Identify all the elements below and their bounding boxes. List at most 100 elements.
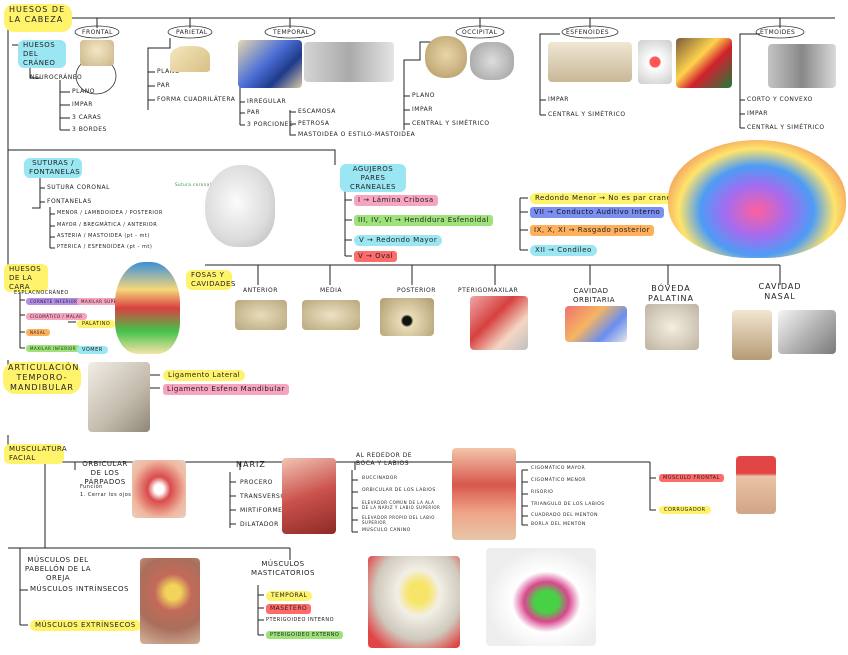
agujero-item: V → Oval bbox=[354, 251, 397, 262]
masticatory-skull-illustration bbox=[368, 556, 460, 648]
agujero-item: I → Lámina Cribosa bbox=[354, 195, 438, 206]
pabellon-title: MÚSCULOS DEL PABELLÓN DE LA OREJA bbox=[24, 556, 92, 582]
occipital-prop: IMPAR bbox=[412, 106, 433, 113]
boca-item: ORBICULAR DE LOS LABIOS bbox=[362, 488, 436, 493]
etmoides-bone-illustration bbox=[768, 44, 836, 88]
esfenoides-prop: IMPAR bbox=[548, 96, 569, 103]
bone-frontal: FRONTAL bbox=[82, 29, 113, 36]
orbicular-illustration bbox=[132, 460, 186, 518]
masticatorios-title: MÚSCULOS MASTICATORIOS bbox=[251, 560, 315, 577]
fosa-item: MEDIA bbox=[320, 287, 342, 294]
root-title: HUESOS DE LA CABEZA bbox=[4, 4, 72, 32]
nariz-item: TRANSVERSO bbox=[240, 493, 286, 500]
cigomatico-item: CIGOMÁTICO MAYOR bbox=[531, 466, 586, 471]
occipital-bone-illustration bbox=[425, 36, 467, 78]
temporal-porcion: PETROSA bbox=[298, 120, 330, 127]
esfenoides-colored-illustration bbox=[676, 38, 732, 88]
agujero-extra: XII → Condíleo bbox=[530, 245, 597, 256]
nariz-item: MIRTIFORME bbox=[240, 507, 283, 514]
craneo-prop: IMPAR bbox=[72, 101, 93, 108]
cigomatico-item: RISORIO bbox=[531, 490, 554, 495]
temporal-prop: PAR bbox=[247, 109, 261, 116]
nariz-item: PROCERO bbox=[240, 479, 273, 486]
sutura-item: FONTANELAS bbox=[47, 198, 92, 205]
fosa-media-illustration bbox=[302, 300, 360, 330]
fosa-item: CAVIDAD ORBITARIA bbox=[573, 287, 615, 304]
cara-right: MAXILAR SUPERIOR bbox=[77, 298, 133, 305]
occipital-prop: CENTRAL Y SIMÉTRICO bbox=[412, 120, 490, 127]
fosa-item: BÓVEDA PALATINA bbox=[648, 284, 694, 303]
craneo-sub: NEUROCRÁNEO bbox=[30, 74, 83, 81]
boveda-palatina-illustration bbox=[645, 304, 699, 350]
esfenoides-prop: CENTRAL Y SIMÉTRICO bbox=[548, 111, 626, 118]
nariz-title: NARIZ bbox=[236, 460, 266, 469]
fosas-title: FOSAS Y CAVIDADES bbox=[186, 270, 235, 290]
occipital-prop: PLANO bbox=[412, 92, 435, 99]
craneo-prop: PLANO bbox=[72, 88, 95, 95]
frontal-muscle-illustration bbox=[736, 456, 776, 514]
bone-temporal: TEMPORAL bbox=[273, 29, 310, 36]
frontal-bone-illustration bbox=[80, 40, 114, 66]
nariz-item: DILATADOR bbox=[240, 521, 279, 528]
cavidad-nasal-side-illustration bbox=[778, 310, 836, 354]
etmoides-prop: CORTO Y CONVEXO bbox=[747, 96, 813, 103]
orbita-illustration bbox=[565, 306, 627, 342]
agujero-item: III, IV, VI → Hendidura Esfenoidal bbox=[354, 215, 493, 226]
cara-sub: ESPLACNOCRÁNEO bbox=[14, 290, 69, 296]
bone-parietal: PARIETAL bbox=[176, 29, 208, 36]
fosa-item: POSTERIOR bbox=[397, 287, 436, 294]
boca-item: MÚSCULO CANINO bbox=[362, 528, 411, 533]
fontanela: ASTERIA / MASTOIDEA (pt - mt) bbox=[57, 233, 150, 239]
sutura-item: SUTURA CORONAL bbox=[47, 184, 110, 191]
frontal-muscle-label: MÚSCULO FRONTAL bbox=[659, 474, 724, 483]
bone-occipital: OCCIPITAL bbox=[462, 29, 498, 36]
esfenoides-bone-illustration bbox=[548, 42, 632, 82]
pabellon-item: MÚSCULOS INTRÍNSECOS bbox=[30, 585, 129, 593]
bone-etmoides: ETMOIDES bbox=[760, 29, 796, 36]
etmoides-prop: CENTRAL Y SIMÉTRICO bbox=[747, 124, 825, 131]
occipital-inner-illustration bbox=[470, 42, 514, 80]
etmoides-prop: IMPAR bbox=[747, 110, 768, 117]
fosa-item: CAVIDAD NASAL bbox=[758, 282, 802, 301]
cara-item: NASAL bbox=[26, 329, 50, 336]
fontanelle-skull-illustration bbox=[205, 165, 275, 247]
boca-title: AL REDEDOR DE BOCA Y LABIOS bbox=[356, 452, 413, 467]
bone-esfenoides: ESFENOIDES bbox=[566, 29, 610, 36]
cigomatico-item: CUADRADO DEL MENTON bbox=[531, 513, 598, 518]
orbicular-note: Función bbox=[80, 484, 103, 490]
esfenoides-skull-view bbox=[638, 40, 672, 84]
agujero-item: V → Redondo Mayor bbox=[354, 235, 443, 246]
articulacion-item: Ligamento Lateral bbox=[163, 370, 246, 381]
skull-caption: Sutura coronal bbox=[175, 182, 212, 187]
tmj-illustration bbox=[88, 362, 150, 432]
agujero-extra: IX, X, XI → Rasgado posterior bbox=[530, 225, 654, 236]
cara-item: MAXILAR INFERIOR bbox=[26, 345, 81, 352]
parietal-prop: PLANO bbox=[157, 68, 180, 75]
masticatorio-item: PTERIGOIDEO INTERNO bbox=[266, 617, 335, 623]
temporal-bone-illustration bbox=[238, 40, 302, 88]
temporal-prop: IRREGULAR bbox=[247, 98, 287, 105]
pterigomaxilar-illustration bbox=[470, 296, 528, 350]
craneo-prop: 3 CARAS bbox=[72, 114, 102, 121]
nose-muscle-illustration bbox=[282, 458, 336, 534]
orbicular-title: ORBICULAR DE LOS PÁRPADOS bbox=[82, 460, 128, 486]
boca-item: BUCCINADOR bbox=[362, 476, 398, 481]
temporal-porcion: ESCAMOSA bbox=[298, 108, 336, 115]
cara-item: CIGOMÁTICO / MALAR bbox=[26, 313, 87, 320]
boca-item: ELEVADOR COMÚN DE LA ALA DE LA NARIZ Y L… bbox=[362, 500, 441, 510]
cavidad-nasal-illustration bbox=[732, 310, 772, 360]
fosa-item: ANTERIOR bbox=[243, 287, 278, 294]
boca-item: ELEVADOR PROPIO DEL LABIO SUPERIOR bbox=[362, 515, 435, 525]
face-skull-illustration bbox=[115, 262, 180, 354]
articulacion-item: Ligamento Esfeno Mandibular bbox=[163, 384, 289, 395]
fosa-item: PTERIGOMAXILAR bbox=[458, 287, 519, 294]
agujero-extra: VII → Conducto Auditivo Interno bbox=[530, 207, 665, 218]
craneo-prop: 3 BORDES bbox=[72, 126, 107, 133]
orbicular-note: 1. Cerrar los ojos bbox=[80, 492, 132, 498]
temporal-prop: 3 PORCIONES bbox=[247, 121, 294, 128]
temporal-detail-illustration bbox=[304, 42, 394, 82]
masticatorio-item: TEMPORAL bbox=[266, 591, 313, 601]
pterygoid-illustration bbox=[486, 548, 596, 646]
corrugador-label: CORRUGADOR bbox=[659, 506, 711, 515]
